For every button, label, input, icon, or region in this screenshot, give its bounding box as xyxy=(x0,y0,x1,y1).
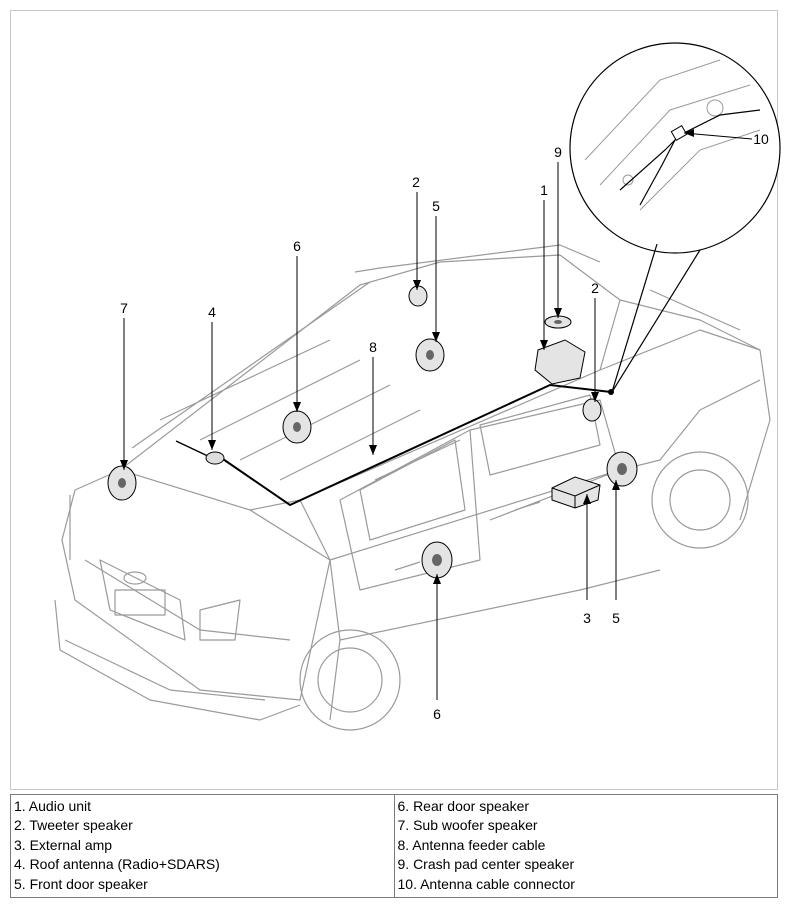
legend-item: 1. Audio unit xyxy=(14,798,92,814)
tweeter-speaker-rear xyxy=(408,285,428,307)
parts-legend-table: 1. Audio unit 2. Tweeter speaker 3. Exte… xyxy=(10,794,778,898)
callout-9: 9 xyxy=(554,144,562,160)
vehicle-audio-diagram: 7 4 6 2 5 8 1 9 2 3 5 6 10 xyxy=(54,42,781,731)
callout-10: 10 xyxy=(753,131,769,147)
legend-item: 4. Roof antenna (Radio+SDARS) xyxy=(14,856,220,873)
rear-door-speaker xyxy=(421,541,453,579)
leader-arrowheads xyxy=(120,129,694,584)
antenna-feeder-cable xyxy=(219,383,612,507)
zoom-inset xyxy=(569,42,781,395)
leader-lines xyxy=(123,132,753,700)
front-door-speaker xyxy=(606,451,638,487)
legend-item: 10. Antenna cable connector xyxy=(397,875,575,892)
legend-item: 6. Rear door speaker xyxy=(397,798,530,814)
callout-3: 3 xyxy=(583,610,591,626)
external-amp xyxy=(551,476,601,509)
vehicle-outline xyxy=(54,244,771,731)
callout-7: 7 xyxy=(120,300,128,316)
rear-door-speaker-roof xyxy=(282,410,312,444)
legend-column-left: 1. Audio unit 2. Tweeter speaker 3. Exte… xyxy=(11,795,394,897)
callout-1: 1 xyxy=(540,182,548,198)
callout-5-roof: 5 xyxy=(432,198,440,214)
callout-8: 8 xyxy=(369,339,377,355)
tweeter-speaker-front xyxy=(582,398,602,422)
legend-item: 5. Front door speaker xyxy=(14,875,148,892)
callout-4: 4 xyxy=(208,304,216,320)
front-door-speaker-roof xyxy=(415,338,445,372)
callout-6-door: 6 xyxy=(433,706,441,722)
legend-item: 8. Antenna feeder cable xyxy=(397,836,546,853)
crash-pad-center-speaker xyxy=(544,315,572,329)
callout-2-rear: 2 xyxy=(412,174,420,190)
roof-antenna xyxy=(205,451,225,465)
audio-unit xyxy=(534,339,586,385)
legend-item: 3. External amp xyxy=(14,836,113,853)
callout-6-roof: 6 xyxy=(293,238,301,254)
legend-item: 2. Tweeter speaker xyxy=(14,817,133,834)
callout-5-door: 5 xyxy=(612,610,620,626)
sub-woofer-speaker xyxy=(107,465,137,501)
legend-item: 9. Crash pad center speaker xyxy=(397,856,575,873)
roof-antenna-rod xyxy=(175,440,213,459)
legend-item: 7. Sub woofer speaker xyxy=(397,817,538,834)
callout-2-front: 2 xyxy=(591,280,599,296)
legend-column-right: 6. Rear door speaker 7. Sub woofer speak… xyxy=(393,795,778,897)
